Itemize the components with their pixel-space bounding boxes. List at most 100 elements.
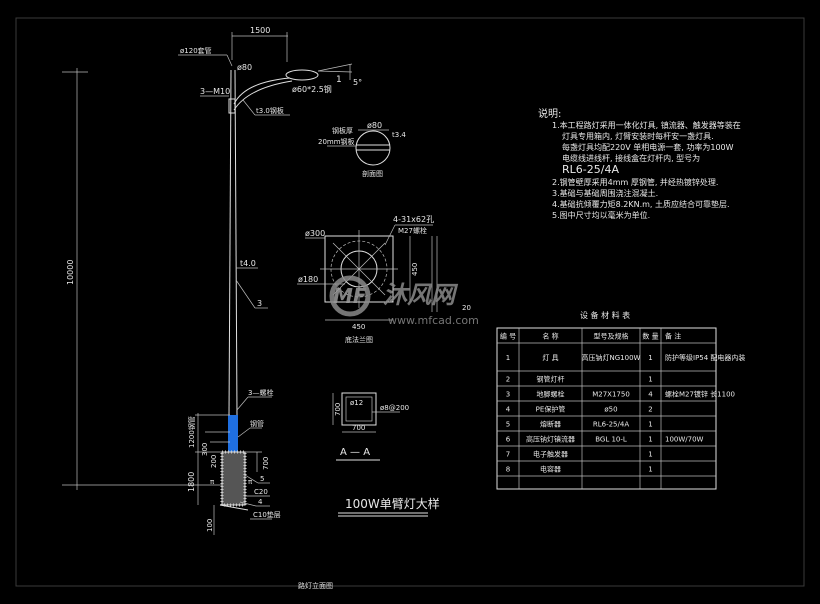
base-holes-2: M27螺栓 [398,226,427,235]
base-caption: 底法兰图 [345,335,373,344]
table-cell: 1 [506,354,510,362]
tilt-label: 5° [353,78,362,87]
lower-bolt-label: 3—螺栓 [248,388,273,397]
pole-thickness: t4.0 [240,259,256,268]
table-cell: 3 [506,391,510,399]
table-cell: 1 [648,354,652,362]
buried-pole-section [228,415,238,452]
ground-mark-left: π [210,478,215,486]
materials-table: 编 号 名 称 型号及规格 数 量备 注 1 灯 具 高压钠灯NG100W 1 防护等级IP54… [496,327,745,490]
table-cell: ø50 [604,406,617,414]
section-diameter: ø80 [367,121,382,130]
ref-4: 4 [258,498,263,506]
table-header: 数 量 [642,332,658,341]
arm-pipe-label: ø60*2.5钢 [292,84,332,94]
watermark-url: www.mfcad.com [388,314,479,327]
concrete-foundation [221,451,246,506]
note-line: 2.钢管壁厚采用4mm 厚钢管, 并经热镀锌处理. [552,177,718,187]
top-pipe-label: ø120套管 [180,46,212,55]
c10-label: C10垫层 [253,510,281,519]
base-outer-diameter: ø300 [305,229,325,238]
base-dim-side: 20 [462,304,471,312]
aa-rebar: ø12 [350,399,363,407]
lamp-head [285,69,319,81]
table-cell: 熔断器 [540,420,561,429]
table-header: 备 注 [665,332,681,341]
arm-dimension: 1500 [250,26,270,35]
base-holes-1: 4-31x62孔 [393,215,434,224]
note-line: 灯具专用箱内, 灯臂安装时每杆安一盏灯具. [562,131,714,141]
table-border [496,327,717,490]
dim-300: 300 [201,443,209,456]
table-header: 型号及规格 [594,332,629,341]
drawing-frame [15,17,805,587]
aa-label: A — A [340,447,370,458]
table-cell: 8 [506,466,510,474]
table-cell: 1 [648,451,652,459]
note-line: RL6-25/4A [562,163,619,176]
table-cell: 防护等级IP54 配电器内装 [665,353,745,362]
ground-mark-right: π [248,478,253,486]
aa-dim-horizontal: 700 [352,424,365,432]
watermark-logo: MF [333,284,367,308]
height-dimension: 10000 [66,260,75,285]
design-notes: 说明: 1.本工程路灯采用一体化灯具, 镇流器、触发器等装在 灯具专用箱内, 灯… [538,107,741,220]
materials-table-title: 设 备 材 料 表 [580,310,630,320]
pole-elevation: 10000 1500 ø120套管 ø80 ø60*2.5钢 1 5° 3—M1… [62,26,362,590]
section-note-1: 钢板厚 [332,126,353,135]
table-cell: 高压钠灯NG100W [582,353,641,362]
table-cell: 钢管灯杆 [537,375,565,384]
table-cell: 1 [648,421,652,429]
table-cell: 2 [648,406,652,414]
table-header: 编 号 [500,332,516,341]
table-cell: 高压钠灯镇流器 [526,435,575,444]
table-cell: BGL 10-L [595,436,627,444]
section-aa: 700 700 ø12 ø8@200 A — A [332,392,409,461]
base-dim-vertical: 450 [411,263,419,276]
table-cell: 1 [648,436,652,444]
dim-1800: 1800 [187,472,196,492]
pole-ref: 3 [257,299,262,308]
aa-dim-vertical: 700 [334,403,342,416]
drawing-title: 100W单臂灯大样 [345,496,440,511]
note-line: 1.本工程路灯采用一体化灯具, 镇流器、触发器等装在 [552,120,741,130]
dim-700: 700 [262,457,270,470]
table-cell: 电子触发器 [533,450,568,459]
table-cell: 螺栓M27镀锌 长1100 [665,390,735,399]
table-cell: 4 [648,391,653,399]
c20-label: C20 [254,488,268,496]
table-cell: 6 [506,436,511,444]
section-note-2: 20mm钢板 [318,137,355,146]
dim-1200: 1200钢管 [187,416,196,448]
table-cell: M27X1750 [592,391,630,399]
note-line: 每盏灯具均配220V 单相电源一套, 功率为100W [562,142,734,152]
dim-100: 100 [206,519,214,532]
section-thickness: t3.4 [392,131,406,139]
lamp-ref: 1 [336,75,342,85]
table-header: 名 称 [542,332,558,341]
note-line: 电缆线进线杆, 接线盒在灯杆内, 型号为 [562,153,700,163]
top-diameter-label: ø80 [237,63,252,72]
bolt-label: 3—M10 [200,87,230,96]
table-cell: 1 [648,466,652,474]
watermark-brand: 沐风网 [383,281,459,309]
arm-thickness: t3.0钢板 [256,106,284,115]
table-cell: 1 [648,376,652,384]
notes-heading: 说明: [538,107,561,120]
watermark: MF 沐风网 www.mfcad.com [329,275,479,327]
dim-200: 200 [210,455,218,468]
table-cell: PE保护管 [536,405,566,414]
table-cell: 4 [506,406,511,414]
table-cell: 2 [506,376,510,384]
base-plate-view: ø300 4-31x62孔 M27螺栓 ø180 450 20 450 底法兰图 [297,215,471,344]
pipe-section-view: ø80 t3.4 钢板厚 20mm钢板 剖面图 [318,121,406,178]
ref-5: 5 [260,475,264,483]
table-cell: 100W/70W [665,436,704,444]
section-caption: 剖面图 [362,169,383,178]
note-line: 5.图中尺寸均以毫米为单位. [552,210,650,220]
note-line: 3.基础与基础周围浇注混凝土. [552,188,658,198]
aa-stirrup: ø8@200 [380,404,409,412]
table-cell: RL6-25/4A [593,421,629,429]
table-cell: 灯 具 [542,353,558,362]
